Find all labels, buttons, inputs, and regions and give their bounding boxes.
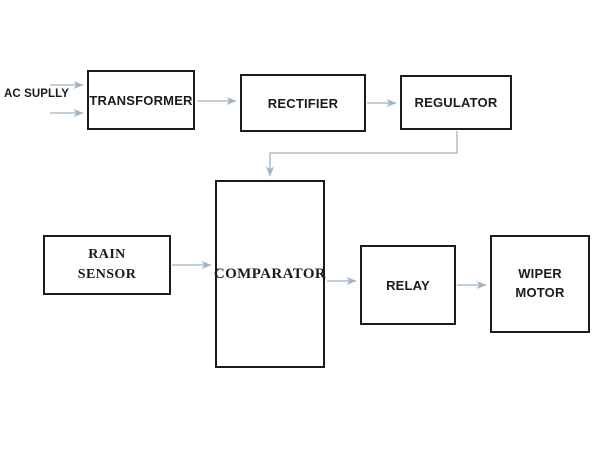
ac-supply-label: AC SUPLLY [4, 88, 70, 100]
arrow-regulator-to-comparator [266, 131, 458, 177]
comparator-label: COMPARATOR [213, 265, 327, 282]
rain-sensor-label-line2: SENSOR [77, 267, 137, 282]
relay-label: RELAY [386, 277, 430, 293]
rectifier-block: RECTIFIER [240, 74, 366, 132]
transformer-label: TRANSFORMER [89, 92, 193, 108]
rectifier-label: RECTIFIER [267, 95, 339, 111]
wiper-motor-label-line1: WIPER [518, 266, 562, 282]
transformer-block: TRANSFORMER [87, 70, 195, 130]
regulator-label: REGULATOR [414, 95, 498, 110]
relay-block: RELAY [360, 245, 456, 325]
rain-sensor-block: RAIN SENSOR [43, 235, 171, 295]
comparator-block: COMPARATOR [213, 180, 327, 368]
regulator-block: REGULATOR [400, 75, 512, 130]
wiper-motor-block: WIPER MOTOR [490, 235, 590, 333]
wiper-motor-label-line2: MOTOR [515, 285, 565, 300]
rain-sensor-label-line1: RAIN [88, 246, 126, 262]
